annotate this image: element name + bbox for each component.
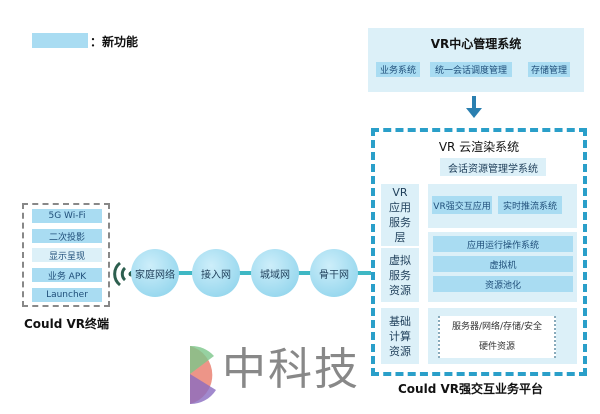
terminal-item: 5G Wi-Fi: [32, 209, 102, 223]
cloud-title: VR 云渲染系统: [438, 140, 520, 154]
legend-label: ：新功能: [90, 35, 139, 49]
hardware-box: [438, 316, 556, 358]
layer-label: 虚拟服务资源: [381, 248, 419, 302]
layer-label: VR应用服务层: [381, 184, 419, 246]
network-node: 家庭网络: [131, 249, 179, 297]
layer-item: 虚拟机: [433, 256, 573, 272]
center-title: VR中心管理系统: [430, 37, 522, 51]
arrow-down-icon: [466, 96, 482, 118]
center-management-box: [368, 28, 584, 92]
layer-label-text: 基础计算资源: [389, 314, 411, 358]
layer-item: 应用运行操作系统: [433, 236, 573, 252]
network-node: 接入网: [192, 249, 240, 297]
layer-label-text: 虚拟服务资源: [389, 253, 411, 297]
layer-item: 服务器/网络/存储/安全: [451, 322, 543, 332]
layer-item: 硬件资源: [478, 342, 515, 352]
legend-swatch: [32, 33, 88, 48]
terminal-item: Launcher: [32, 288, 102, 302]
center-item: 存储管理: [528, 62, 570, 77]
terminal-item: 显示呈现: [32, 248, 102, 262]
terminal-dashed-box: [22, 203, 110, 307]
watermark-logo-icon: [190, 345, 216, 405]
layer-label-text: VR应用服务层: [389, 186, 411, 244]
layer-item: 实时推流系统: [498, 196, 562, 214]
terminal-item: 业务 APK: [32, 268, 102, 282]
layer-item: 资源池化: [433, 276, 573, 292]
layer-label: 基础计算资源: [381, 308, 419, 364]
watermark-text: 中科技: [222, 344, 360, 395]
center-item: 统一会话调度管理: [430, 62, 512, 77]
platform-label: Could VR强交互业务平台: [398, 382, 544, 396]
layer-item: VR强交互应用: [432, 196, 492, 214]
cloud-dashed-box: [371, 128, 587, 376]
network-node: 骨干网: [310, 249, 358, 297]
terminal-label: Could VR终端: [24, 317, 110, 331]
center-item: 业务系统: [376, 62, 420, 77]
network-line: [130, 271, 371, 275]
terminal-item: 二次投影: [32, 229, 102, 243]
network-node: 城域网: [251, 249, 299, 297]
session-manager: 会话资源管理学系统: [440, 158, 546, 176]
